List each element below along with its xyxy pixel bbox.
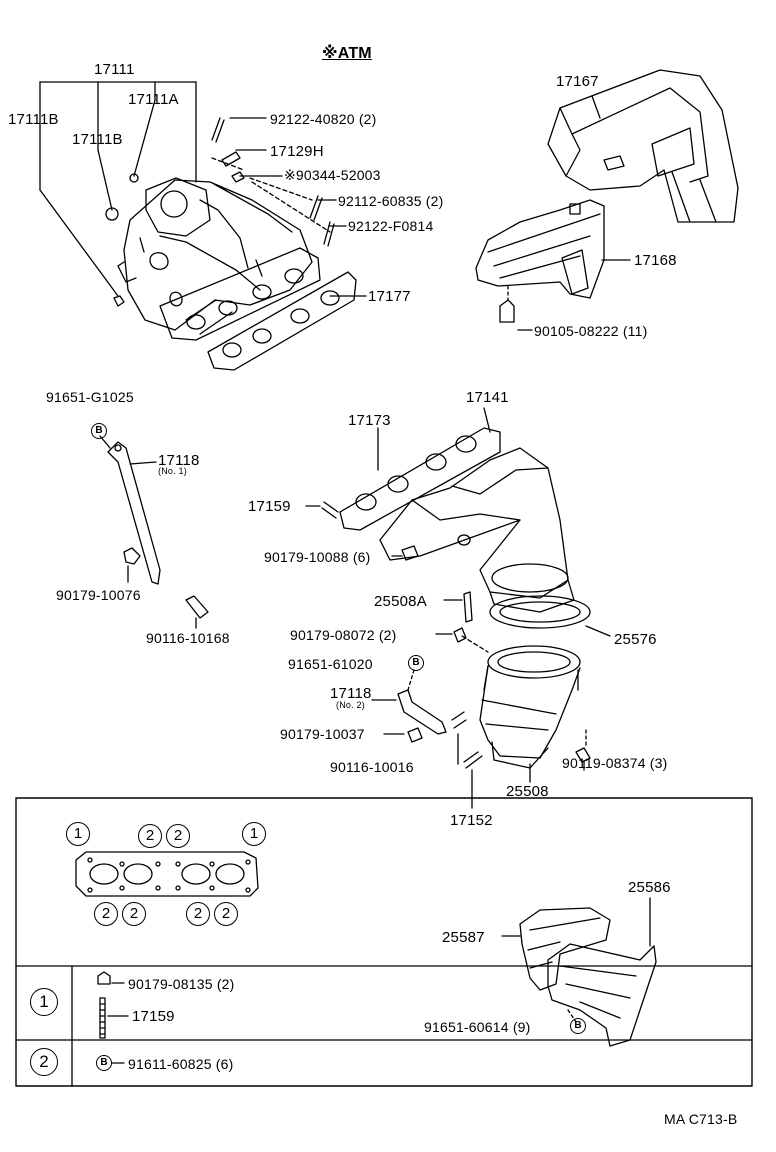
label-90179-08072: 90179-08072 (2): [290, 627, 397, 643]
label-90119-08374: 90119-08374 (3): [562, 755, 668, 771]
catalytic-converter: [479, 645, 591, 783]
b-mark-1: B: [91, 423, 107, 439]
manifold-stay-no2: [371, 669, 483, 809]
label-17111a: 17111A: [128, 91, 179, 108]
label-25576: 25576: [614, 631, 657, 648]
label-91651-61020: 91651-61020: [288, 656, 373, 672]
legend-marker-2f: 2: [214, 902, 238, 926]
intake-manifold: [105, 117, 357, 371]
label-17118-no2: 17118: [330, 685, 372, 702]
gasket-25576: [435, 591, 611, 653]
legend-marker-2e: 2: [186, 902, 210, 926]
label-90344-52003: ※90344-52003: [284, 167, 381, 183]
diagram-title: ※ATM: [322, 45, 372, 62]
label-17141: 17141: [466, 389, 509, 406]
label-25587: 25587: [442, 929, 485, 946]
label-91651-60614: 91651-60614 (9): [424, 1019, 531, 1035]
legend-row1-marker: 1: [30, 988, 58, 1016]
legend-marker-2c: 2: [94, 902, 118, 926]
label-90116-10016: 90116-10016: [330, 759, 414, 775]
label-17118-no2-sub: (No. 2): [336, 700, 365, 710]
legend-marker-1a: 1: [66, 822, 90, 846]
label-92122-f0814: 92122-F0814: [348, 218, 434, 234]
label-92112-60835: 92112-60835 (2): [338, 193, 444, 209]
legend-marker-1b: 1: [242, 822, 266, 846]
label-17111: 17111: [94, 61, 135, 78]
label-17168: 17168: [634, 252, 677, 269]
label-25508a: 25508A: [374, 593, 427, 610]
legend-box: [15, 797, 753, 1087]
label-17173: 17173: [348, 412, 391, 429]
legend-marker-2a: 2: [138, 824, 162, 848]
label-92122-40820: 92122-40820 (2): [270, 111, 377, 127]
heat-insulator-17168: [475, 199, 631, 331]
drawing-code: MA C713-B: [664, 1111, 738, 1127]
b-mark-3: B: [570, 1018, 586, 1034]
label-17111b-left: 17111B: [8, 111, 59, 128]
label-17159: 17159: [248, 498, 291, 515]
label-17118-no1-sub: (No. 1): [158, 466, 187, 476]
label-17152: 17152: [450, 812, 493, 829]
label-90179-10037: 90179-10037: [280, 726, 365, 742]
legend-row2-marker: 2: [30, 1048, 58, 1076]
label-90105-08222: 90105-08222 (11): [534, 323, 648, 339]
label-25508: 25508: [506, 783, 549, 800]
label-90179-10088: 90179-10088 (6): [264, 549, 371, 565]
b-mark-2: B: [408, 655, 424, 671]
legend-row1-part-b: 17159: [132, 1008, 175, 1025]
label-90116-10168: 90116-10168: [146, 630, 230, 646]
label-17111b-inner: 17111B: [72, 131, 123, 148]
legend-marker-2d: 2: [122, 902, 146, 926]
legend-row1-part-a: 90179-08135 (2): [128, 976, 235, 992]
legend-marker-2b: 2: [166, 824, 190, 848]
legend-row2-part-a: 91611-60825 (6): [128, 1056, 234, 1072]
label-17129h: 17129H: [270, 143, 324, 160]
exhaust-manifold: [305, 407, 575, 613]
label-91651-g1025: 91651-G1025: [46, 389, 134, 405]
label-17167: 17167: [556, 73, 599, 90]
label-17118-no1: 17118: [158, 452, 200, 469]
heat-insulator-17167: [547, 69, 739, 223]
label-90179-10076: 90179-10076: [56, 587, 141, 603]
label-25586: 25586: [628, 879, 671, 896]
label-17177: 17177: [368, 288, 411, 305]
b-mark-legend: B: [96, 1055, 112, 1071]
